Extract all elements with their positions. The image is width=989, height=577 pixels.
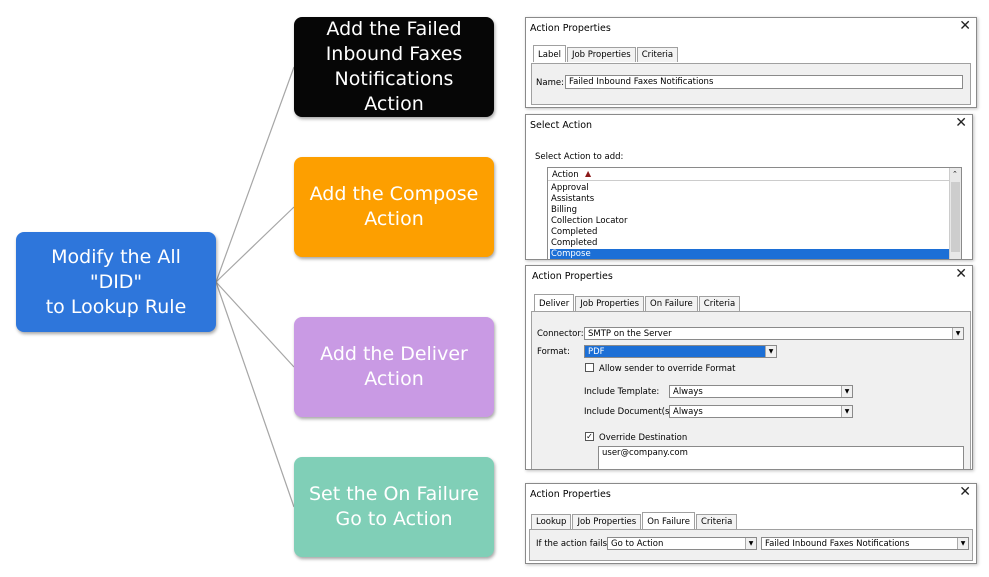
tab-panel: Name: Failed Inbound Faxes Notifications xyxy=(531,63,971,105)
chevron-down-icon: ▼ xyxy=(957,538,968,549)
fails-action-dropdown[interactable]: Go to Action ▼ xyxy=(607,537,757,550)
include-documents-value: Always xyxy=(673,407,703,417)
list-item[interactable]: Billing xyxy=(551,205,578,215)
root-node: Modify the All "DID" to Lookup Rule xyxy=(16,232,216,332)
scroll-up-icon[interactable]: ⌃ xyxy=(952,170,958,178)
fails-target-dropdown[interactable]: Failed Inbound Faxes Notifications ▼ xyxy=(761,537,969,550)
tab-on-failure[interactable]: On Failure xyxy=(642,512,695,529)
action-column-header[interactable]: Action ▲ xyxy=(548,168,949,181)
override-destination-label: Override Destination xyxy=(599,433,688,443)
column-header-label: Action xyxy=(552,170,579,180)
chevron-down-icon: ▼ xyxy=(765,346,776,357)
include-template-dropdown[interactable]: Always ▼ xyxy=(669,385,853,398)
chevron-down-icon: ▼ xyxy=(952,328,963,339)
connector-step-3 xyxy=(215,281,295,368)
tab-criteria[interactable]: Criteria xyxy=(636,47,679,62)
include-template-label: Include Template: xyxy=(584,387,660,397)
action-properties-deliver-dialog: Action Properties ✕ Deliver Job Properti… xyxy=(525,265,973,470)
allow-override-checkbox[interactable] xyxy=(585,363,594,372)
close-icon[interactable]: ✕ xyxy=(959,484,971,500)
connector-label: Connector: xyxy=(537,329,584,339)
action-properties-label-dialog: Action Properties ✕ Label Job Properties… xyxy=(525,17,977,108)
tab-lookup[interactable]: Lookup xyxy=(531,514,572,529)
sort-ascending-icon: ▲ xyxy=(585,169,592,178)
list-item[interactable]: Approval xyxy=(551,183,589,193)
fails-target-value: Failed Inbound Faxes Notifications xyxy=(765,539,910,549)
step-node-failed-faxes: Add the Failed Inbound Faxes Notificatio… xyxy=(294,17,494,117)
include-documents-label: Include Document(s): xyxy=(584,407,676,417)
name-label: Name: xyxy=(536,78,564,88)
format-dropdown[interactable]: PDF ▼ xyxy=(584,345,777,358)
tab-bar: Label Job Properties Criteria xyxy=(533,45,679,62)
tab-bar: Lookup Job Properties On Failure Criteri… xyxy=(531,512,738,529)
tab-panel: If the action fails : Go to Action ▼ Fai… xyxy=(529,529,973,561)
fails-action-value: Go to Action xyxy=(611,539,664,549)
dialog-title: Action Properties xyxy=(530,489,611,500)
allow-override-label: Allow sender to override Format xyxy=(599,364,736,374)
override-destination-checkbox[interactable]: ✓ xyxy=(585,432,594,441)
chevron-down-icon: ▼ xyxy=(841,386,852,397)
destination-textarea[interactable]: user@company.com xyxy=(598,446,964,469)
tab-bar: Deliver Job Properties On Failure Criter… xyxy=(534,294,741,311)
tab-job-properties[interactable]: Job Properties xyxy=(566,47,636,62)
action-properties-on-failure-dialog: Action Properties ✕ Lookup Job Propertie… xyxy=(525,483,977,564)
step-node-deliver: Add the Deliver Action xyxy=(294,317,494,417)
tab-deliver[interactable]: Deliver xyxy=(534,294,575,311)
connector-value: SMTP on the Server xyxy=(588,329,672,339)
close-icon[interactable]: ✕ xyxy=(955,115,967,131)
dialog-title: Action Properties xyxy=(532,271,613,282)
format-label: Format: xyxy=(537,347,570,357)
include-documents-dropdown[interactable]: Always ▼ xyxy=(669,405,853,418)
list-item[interactable]: Completed xyxy=(551,238,598,248)
fails-label: If the action fails : xyxy=(536,539,613,549)
tab-criteria[interactable]: Criteria xyxy=(695,514,738,529)
chevron-down-icon: ▼ xyxy=(841,406,852,417)
dialog-title: Select Action xyxy=(530,120,593,131)
close-icon[interactable]: ✕ xyxy=(959,18,971,34)
select-action-prompt: Select Action to add: xyxy=(535,152,624,162)
chevron-down-icon: ▼ xyxy=(745,538,756,549)
action-list[interactable]: Action ▲ ⌃ Approval Assistants Billing C… xyxy=(547,167,962,259)
list-item[interactable]: Collection Locator xyxy=(551,216,628,226)
list-item[interactable]: Assistants xyxy=(551,194,595,204)
tab-panel: Connector: SMTP on the Server ▼ Format: … xyxy=(531,311,971,469)
include-template-value: Always xyxy=(673,387,703,397)
connector-dropdown[interactable]: SMTP on the Server ▼ xyxy=(584,327,964,340)
connector-step-1 xyxy=(215,66,295,283)
scrollbar-thumb[interactable] xyxy=(951,182,960,252)
step-node-on-failure: Set the On Failure Go to Action xyxy=(294,457,494,557)
name-field[interactable]: Failed Inbound Faxes Notifications xyxy=(565,75,963,89)
dialog-title: Action Properties xyxy=(530,23,611,34)
connector-step-4 xyxy=(215,281,295,508)
tab-job-properties[interactable]: Job Properties xyxy=(575,296,645,311)
tab-label[interactable]: Label xyxy=(533,45,566,62)
list-item[interactable]: Completed xyxy=(551,227,598,237)
select-action-dialog: Select Action ✕ Select Action to add: Ac… xyxy=(525,114,973,260)
format-value: PDF xyxy=(588,347,605,357)
step-node-compose: Add the Compose Action xyxy=(294,157,494,257)
list-item-selected[interactable]: Compose xyxy=(550,249,949,259)
connector-step-2 xyxy=(215,206,295,283)
list-scrollbar[interactable]: ⌃ xyxy=(949,168,961,259)
tab-on-failure[interactable]: On Failure xyxy=(645,296,698,311)
close-icon[interactable]: ✕ xyxy=(955,266,967,282)
tab-job-properties[interactable]: Job Properties xyxy=(572,514,642,529)
tab-criteria[interactable]: Criteria xyxy=(698,296,741,311)
